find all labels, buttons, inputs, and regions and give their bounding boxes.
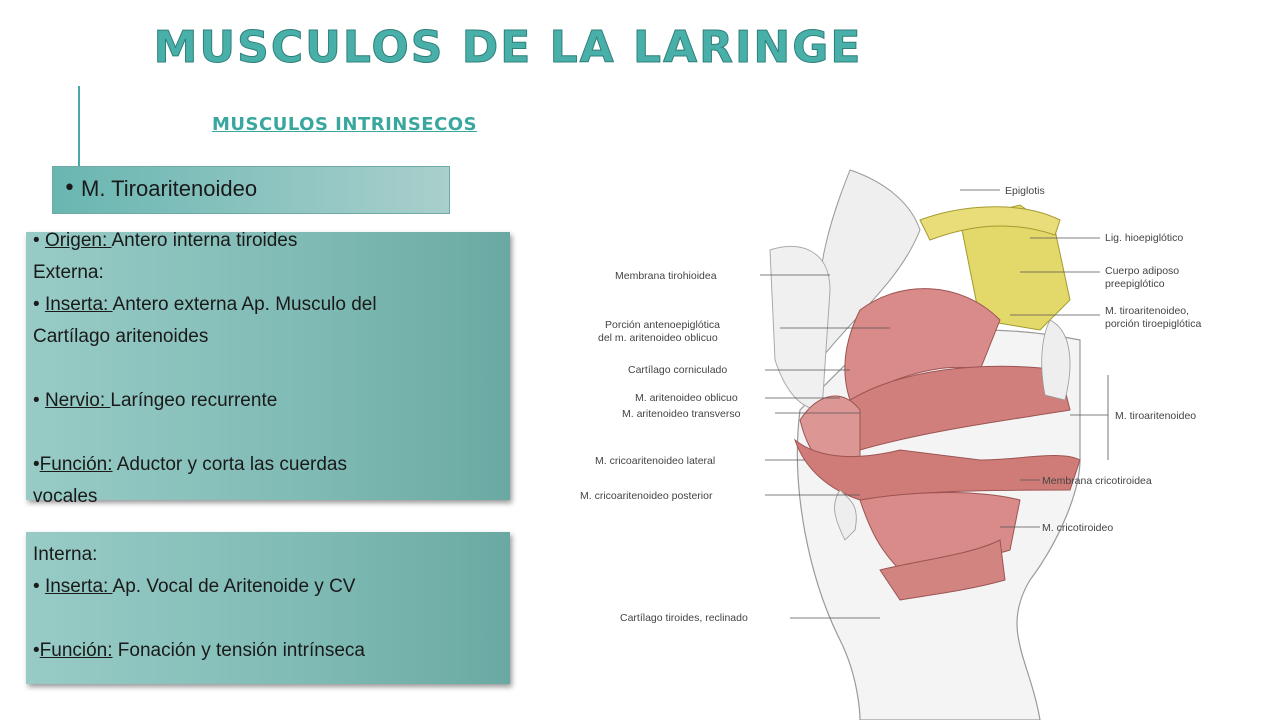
accent-divider xyxy=(78,86,80,166)
label-tiroaritenoideo-porcion: M. tiroaritenoideo, xyxy=(1105,305,1189,317)
interna-inserta-label: Inserta: xyxy=(44,576,113,597)
externa-panel: • Origen: Antero interna tiroides Extern… xyxy=(26,230,510,507)
label-del-aritenoideo-oblicuo: del m. aritenoideo oblicuo xyxy=(598,332,718,344)
label-porcion-antenoepiglotica: Porción antenoepiglótica xyxy=(605,319,720,331)
nervio-line: • Nervio: Laríngeo recurrente xyxy=(33,390,278,411)
interna-heading: Interna: xyxy=(33,544,98,565)
origen-label: Origen: xyxy=(44,230,112,251)
interna-funcion-label: Función: xyxy=(39,640,113,661)
label-cuerpo-adiposo: Cuerpo adiposo xyxy=(1105,265,1179,277)
funcion-continuation: vocales xyxy=(33,486,98,507)
interna-inserta-text: Ap. Vocal de Aritenoide y CV xyxy=(112,576,356,597)
label-cricoaritenoideo-posterior: M. cricoaritenoideo posterior xyxy=(580,490,713,502)
label-porcion-tiroepiglotica: porción tiroepiglótica xyxy=(1105,318,1201,330)
origen-text: Antero interna tiroides xyxy=(111,230,298,251)
interna-funcion-line: •Función: Fonación y tensión intrínseca xyxy=(33,640,365,661)
label-cartilago-corniculado: Cartílago corniculado xyxy=(628,364,727,376)
origen-line: • Origen: Antero interna tiroides xyxy=(33,230,298,251)
label-membrana-tirohioidea: Membrana tirohioidea xyxy=(615,270,717,282)
muscle-name-box: • M. Tiroaritenoideo xyxy=(52,166,450,214)
interna-funcion-text: Fonación y tensión intrínseca xyxy=(112,640,365,661)
label-tiroaritenoideo: M. tiroaritenoideo xyxy=(1115,410,1196,422)
inserta-continuation: Cartílago aritenoides xyxy=(33,326,209,347)
interna-panel: Interna: • Inserta: Ap. Vocal de Ariteno… xyxy=(26,532,510,684)
label-membrana-cricotiroidea: Membrana cricotiroidea xyxy=(1042,475,1152,487)
label-cartilago-tiroides: Cartílago tiroides, reclinado xyxy=(620,612,748,624)
muscle-name: M. Tiroaritenoideo xyxy=(81,176,258,201)
slide-title: MUSCULOS DE LA LARINGE xyxy=(153,22,863,74)
inserta-text: Antero externa Ap. Musculo del xyxy=(112,294,377,315)
inserta-line: • Inserta: Antero externa Ap. Musculo de… xyxy=(33,294,377,315)
externa-heading: Externa: xyxy=(33,262,104,283)
label-lig-hioepiglotico: Lig. hioepiglótico xyxy=(1105,232,1183,244)
larynx-muscles-illustration: Membrana tirohioidea Porción antenoepigl… xyxy=(580,169,1201,720)
interna-inserta-line: • Inserta: Ap. Vocal de Aritenoide y CV xyxy=(33,576,356,597)
bullet: • xyxy=(63,176,76,201)
nervio-text: Laríngeo recurrente xyxy=(110,390,278,411)
label-preepiglotico: preepiglótico xyxy=(1105,278,1165,290)
label-aritenoideo-oblicuo: M. aritenoideo oblicuo xyxy=(635,392,738,404)
label-cricotiroideo: M. cricotiroideo xyxy=(1042,522,1113,534)
label-aritenoideo-transverso: M. aritenoideo transverso xyxy=(622,408,741,420)
slide-subtitle: MUSCULOS INTRINSECOS xyxy=(212,114,478,135)
funcion-label: Función: xyxy=(39,454,113,475)
label-cricoaritenoideo-lateral: M. cricoaritenoideo lateral xyxy=(595,455,715,467)
inserta-label: Inserta: xyxy=(44,294,113,315)
funcion-line: •Función: Aductor y corta las cuerdas xyxy=(33,454,347,475)
label-epiglotis: Epiglotis xyxy=(1005,185,1045,197)
funcion-text: Aductor y corta las cuerdas xyxy=(112,454,347,475)
nervio-label: Nervio: xyxy=(44,390,111,411)
